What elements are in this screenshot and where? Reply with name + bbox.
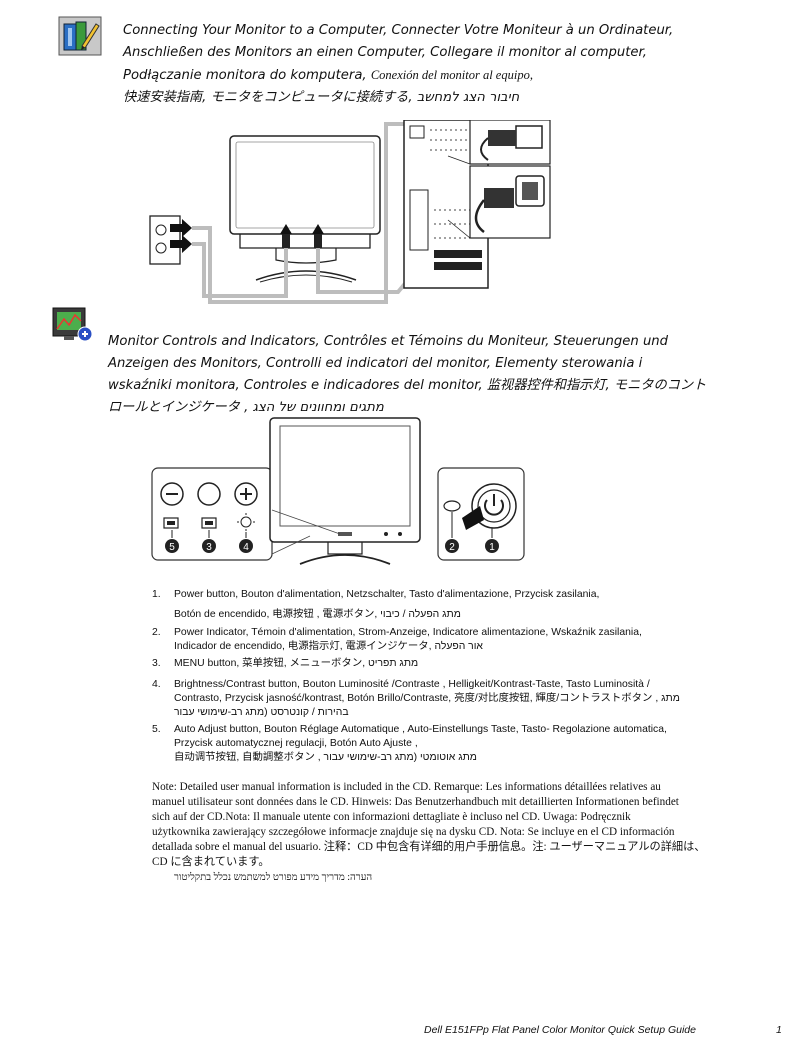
list-item-text: Contrasto, Przycisk jasność/kontrast, Bo… [174, 693, 680, 704]
list-item-text: Botón de encendido, 电源按钮 , 電源ボタン, מתג הפ… [174, 609, 461, 620]
monitor-back [229, 135, 381, 235]
list-item-text: Auto Adjust button, Bouton Réglage Autom… [174, 724, 667, 735]
section2-heading: Monitor Controls and Indicators, Contrôl… [108, 331, 788, 419]
menu-button-icon [197, 482, 221, 506]
note-line: CD に含まれています。 [152, 856, 270, 868]
list-item-1: 1. Power button, Bouton d'alimentation, … [152, 588, 712, 624]
list-item-number: 4. [152, 679, 161, 690]
list-item-text: 自动调节按钮, 自動調整ボタン , מתג אוטומטי (מתג רב-שי… [174, 752, 477, 763]
controls-illustration: 5 3 4 2 1 [151, 417, 525, 565]
brightness-icon [240, 516, 252, 528]
section2-heading-line1: Monitor Controls and Indicators, Contrôl… [108, 334, 669, 349]
section1-heading-line2: Anschließen des Monitors an einen Comput… [123, 45, 647, 60]
list-item-number: 3. [152, 658, 161, 669]
section1-heading-line3: Podłączanie monitora do komputera, Conex… [123, 64, 783, 87]
section2-heading-line2: Anzeigen des Monitors, Controlli ed indi… [108, 356, 643, 371]
list-item-text: בהירות / קונטרסט (מתג רב-שימושי עבור [174, 707, 349, 718]
section1-heading-line1: Connecting Your Monitor to a Computer, C… [123, 23, 674, 38]
connection-illustration [149, 120, 551, 304]
book-pencil-icon [58, 16, 102, 56]
list-item-3: 3. MENU button, 菜单按钮, メニューボタン, מתג תפריט [152, 657, 712, 673]
list-item-text: Indicador de encendido, 电源指示灯, 電源インジケータ,… [174, 641, 483, 652]
note-line: sich auf der CD.Nota: Il manuale utente … [152, 811, 631, 823]
note-line: użytkownika zawierający szczegółowe info… [152, 826, 675, 838]
callout-2: 2 [449, 542, 455, 553]
section1-icon-book [58, 16, 102, 56]
list-item-text: Power Indicator, Témoin d'alimentation, … [174, 627, 642, 638]
menu-symbol-icon [201, 517, 217, 529]
monitor-settings-icon [52, 307, 93, 342]
callout-3: 3 [206, 542, 212, 553]
list-item-text: MENU button, 菜单按钮, メニューボタン, מתג תפריט [174, 658, 419, 669]
section1-heading-line4: 快速安装指南, モニタをコンピュータに接続する, חיבור הצג למחשב [123, 90, 520, 105]
list-item-5: 5. Auto Adjust button, Bouton Réglage Au… [152, 723, 712, 767]
page-number: 1 [776, 1024, 782, 1036]
cd-note: Note: Detailed user manual information i… [152, 780, 722, 885]
list-item-2: 2. Power Indicator, Témoin d'alimentatio… [152, 626, 712, 656]
list-item-number: 2. [152, 627, 161, 638]
section1-heading-spanish: Conexión del monitor al equipo, [370, 68, 533, 82]
callout-5: 5 [169, 542, 175, 553]
section2-heading-line4: ロールとインジケータ , מתגים ומחוונים של הצג [108, 400, 384, 415]
list-item-text: Power button, Bouton d'alimentation, Net… [174, 589, 600, 600]
pointing-hand-icon [462, 506, 484, 530]
section2-icon [52, 307, 94, 343]
footer-title: Dell E151FPp Flat Panel Color Monitor Qu… [424, 1024, 696, 1036]
note-line: Note: Detailed user manual information i… [152, 781, 661, 793]
callout-4: 4 [243, 542, 249, 553]
power-indicator-icon [443, 500, 461, 512]
list-item-4: 4. Brightness/Contrast button, Bouton Lu… [152, 678, 712, 722]
note-line: manuel utilisateur sont données dans le … [152, 796, 679, 808]
note-line: detallada sobre el manual del usuario. 注… [152, 841, 706, 853]
list-item-number: 1. [152, 589, 161, 600]
auto-adjust-icon [163, 517, 179, 529]
list-item-text: Brightness/Contrast button, Bouton Lumin… [174, 679, 650, 690]
callout-1: 1 [489, 542, 495, 553]
section1-heading-polish: Podłączanie monitora do komputera, [123, 68, 367, 83]
section1-heading: Connecting Your Monitor to a Computer, C… [123, 20, 783, 109]
section2-heading-line3: wskaźniki monitora, Controles e indicado… [108, 378, 707, 393]
note-line-hebrew: הערה: מדריך מידע מפורט למשתמש נכלל בתקלי… [174, 872, 373, 883]
list-item-number: 5. [152, 724, 161, 735]
list-item-text: Przycisk automatycznej regulacji, Botón … [174, 738, 418, 749]
